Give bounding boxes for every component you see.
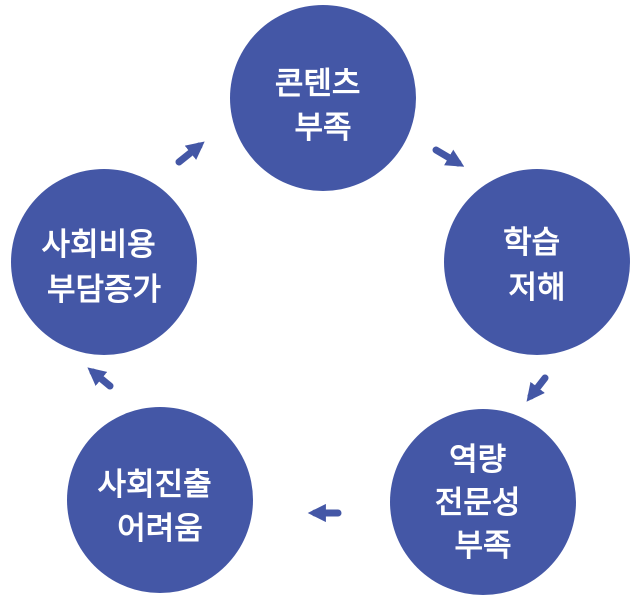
node-content: 콘텐츠 부족 xyxy=(230,5,416,191)
svg-text:콘텐츠 부족: 콘텐츠 부족 xyxy=(275,66,371,146)
node-competency-line-2: 전문성 xyxy=(435,485,521,521)
node-learning-line-1: 학습 xyxy=(503,225,560,261)
node-learning: 학습 저해 xyxy=(444,169,630,355)
node-competency: 역량 전문성 부족 xyxy=(390,409,576,595)
node-career-line-2: 어려움 xyxy=(117,511,203,547)
node-cost-line-2: 부담증가 xyxy=(47,272,162,308)
node-cost: 사회비용 부담증가 xyxy=(11,169,197,355)
arrow-icon xyxy=(175,141,205,166)
arrow-icon xyxy=(87,367,114,390)
arrow-icon xyxy=(432,146,465,167)
arrow-icon xyxy=(526,374,549,402)
node-content-line-1: 콘텐츠 xyxy=(275,66,361,102)
node-cost-line-1: 사회비용 xyxy=(42,227,156,263)
node-learning-line-2: 저해 xyxy=(508,270,565,306)
svg-text:사회진출 어려움: 사회진출 어려움 xyxy=(98,467,223,547)
svg-text:사회비용 부담증가: 사회비용 부담증가 xyxy=(42,227,167,308)
svg-text:역량 전문성 부족: 역량 전문성 부족 xyxy=(435,442,531,564)
node-career: 사회진출 어려움 xyxy=(67,407,253,593)
node-competency-line-1: 역량 xyxy=(449,442,506,478)
node-career-line-1: 사회진출 xyxy=(98,467,212,503)
node-competency-line-3: 부족 xyxy=(454,528,511,564)
node-content-line-2: 부족 xyxy=(294,110,351,146)
svg-text:학습 저해: 학습 저해 xyxy=(503,225,571,306)
